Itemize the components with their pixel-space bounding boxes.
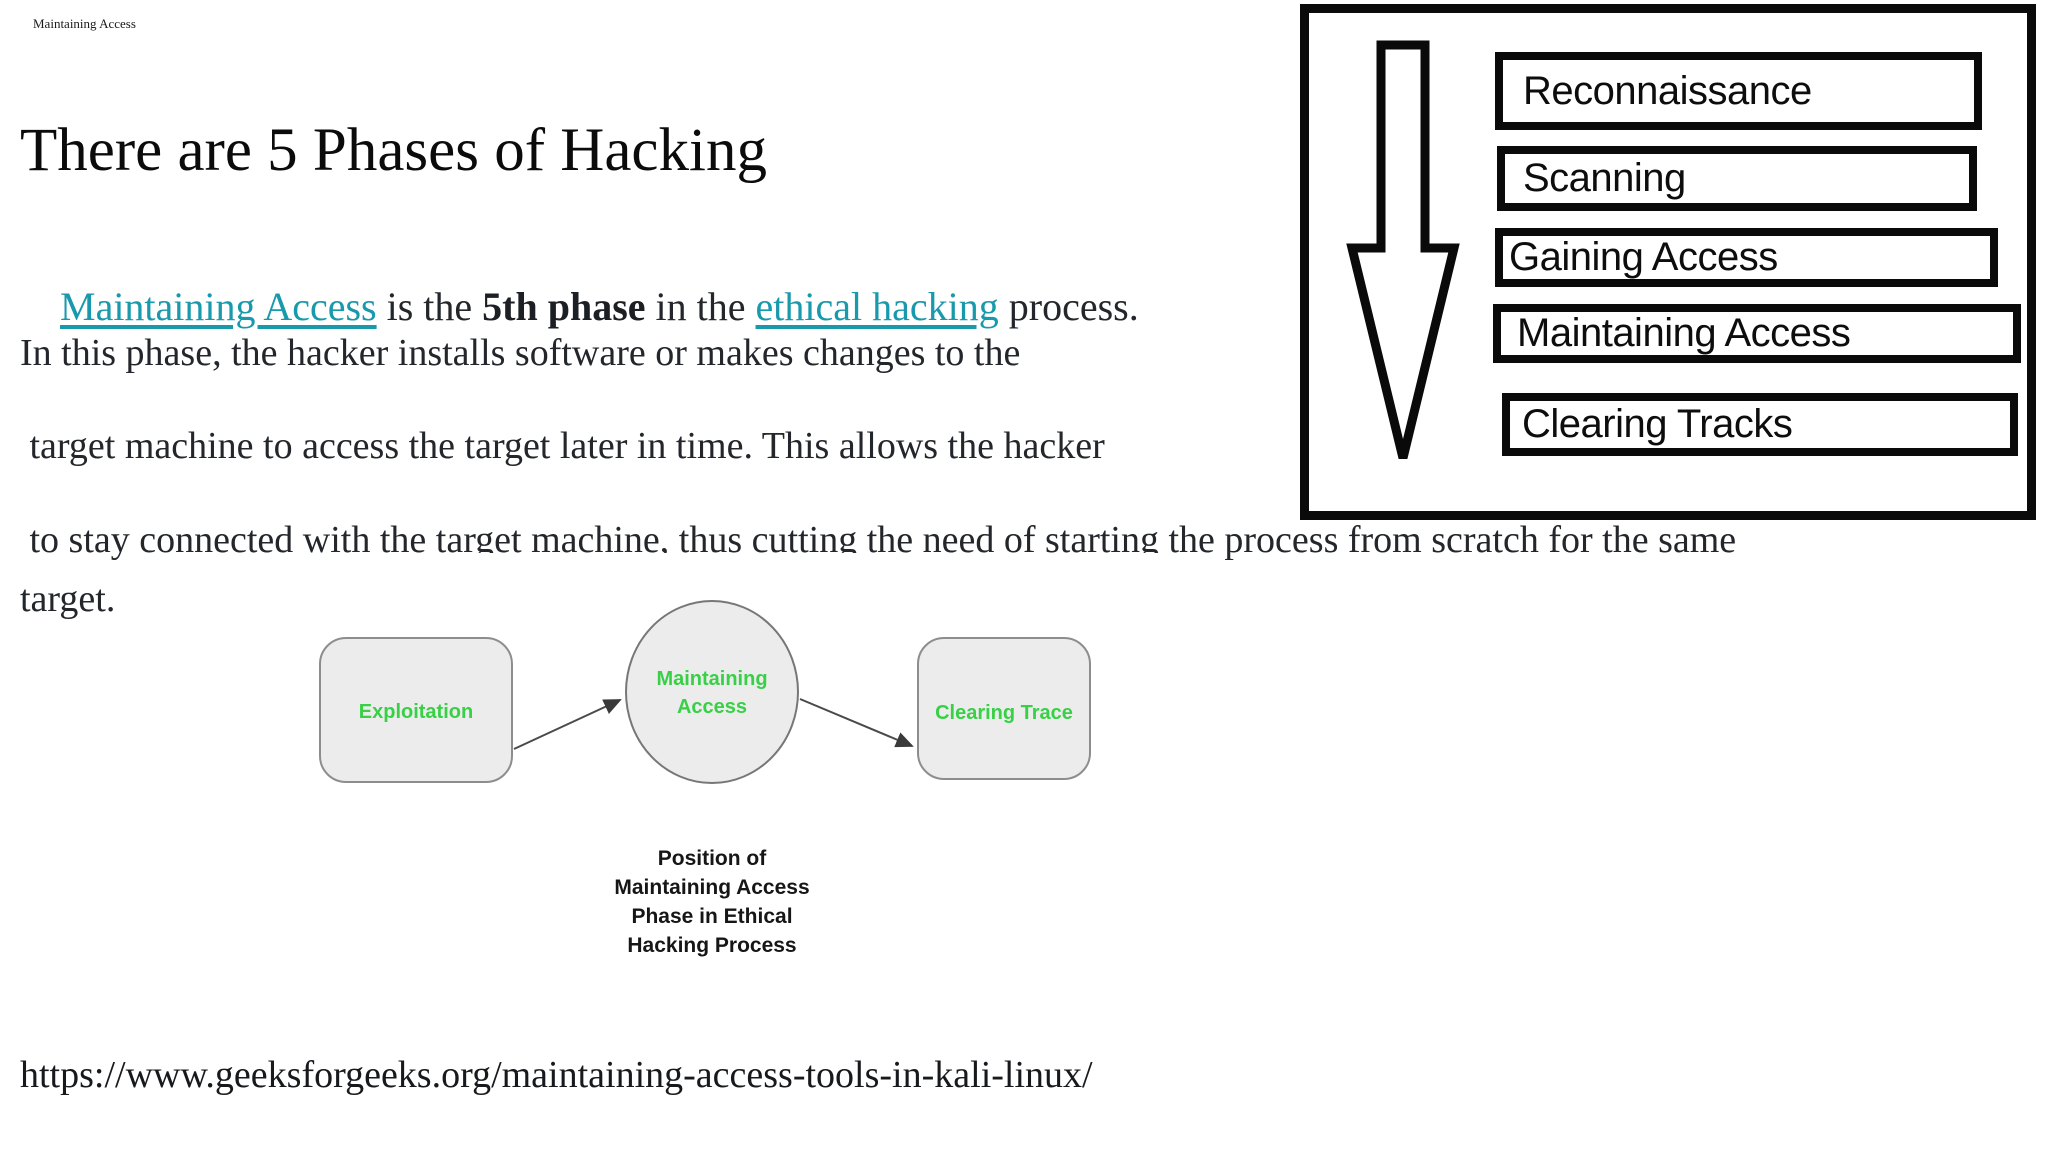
flow-node-label: Maintaining: [656, 668, 767, 690]
phase-box-scanning: Scanning: [1497, 146, 1977, 211]
phase-label: Reconnaissance: [1523, 68, 1812, 113]
paragraph-line: to stay connected with the target machin…: [20, 519, 1737, 561]
phase-label: Clearing Tracks: [1522, 402, 1793, 446]
flow-diagram: Exploitation Maintaining Access Clearing…: [260, 553, 1220, 1023]
phase-box-maintaining-access: Maintaining Access: [1493, 304, 2021, 363]
flow-arrow-icon: [799, 698, 914, 748]
intro-text: in the: [645, 284, 756, 329]
flow-node-maintaining-access: [625, 600, 799, 784]
intro-paragraph: Maintaining Access is the 5th phase in t…: [20, 238, 1139, 376]
phase-label: Gaining Access: [1509, 235, 1778, 279]
flow-node-label: Exploitation: [359, 701, 473, 723]
intro-text: is the: [376, 284, 483, 329]
phase-number-text: 5th phase: [482, 284, 646, 329]
link-ethical-hacking[interactable]: ethical hacking: [755, 284, 999, 329]
flow-caption-line: Phase in Ethical: [631, 905, 793, 928]
flow-caption-line: Position of: [657, 847, 767, 870]
flow-caption-line: Hacking Process: [627, 934, 797, 957]
page-title: There are 5 Phases of Hacking: [20, 117, 767, 184]
paragraph-line: target.: [20, 578, 116, 620]
phases-panel: Reconnaissance Scanning Gaining Access M…: [1300, 4, 2036, 520]
paragraph-line: target machine to access the target late…: [20, 425, 1105, 467]
flow-node-label: Access: [677, 696, 747, 718]
flow-caption-line: Maintaining Access: [614, 876, 810, 899]
phase-box-clearing-tracks: Clearing Tracks: [1502, 393, 2018, 456]
intro-text: process.: [998, 284, 1139, 329]
flow-node-clearing-trace: [917, 637, 1091, 780]
down-arrow-icon: [1346, 40, 1460, 460]
slide-header-title: Maintaining Access: [33, 16, 136, 31]
paragraph-line: In this phase, the hacker installs softw…: [20, 332, 1021, 374]
flow-caption: Position of Maintaining Access Phase in …: [512, 844, 912, 960]
source-url: https://www.geeksforgeeks.org/maintainin…: [20, 1054, 1093, 1096]
link-maintaining-access[interactable]: Maintaining Access: [60, 284, 377, 329]
phase-label: Scanning: [1523, 156, 1686, 200]
flow-node-label: Clearing Trace: [935, 702, 1073, 724]
flow-node-exploitation: [319, 637, 513, 783]
phase-box-reconnaissance: Reconnaissance: [1495, 52, 1982, 130]
phase-box-gaining-access: Gaining Access: [1495, 228, 1998, 287]
phase-label: Maintaining Access: [1517, 311, 1851, 355]
flow-arrow-icon: [513, 699, 622, 750]
